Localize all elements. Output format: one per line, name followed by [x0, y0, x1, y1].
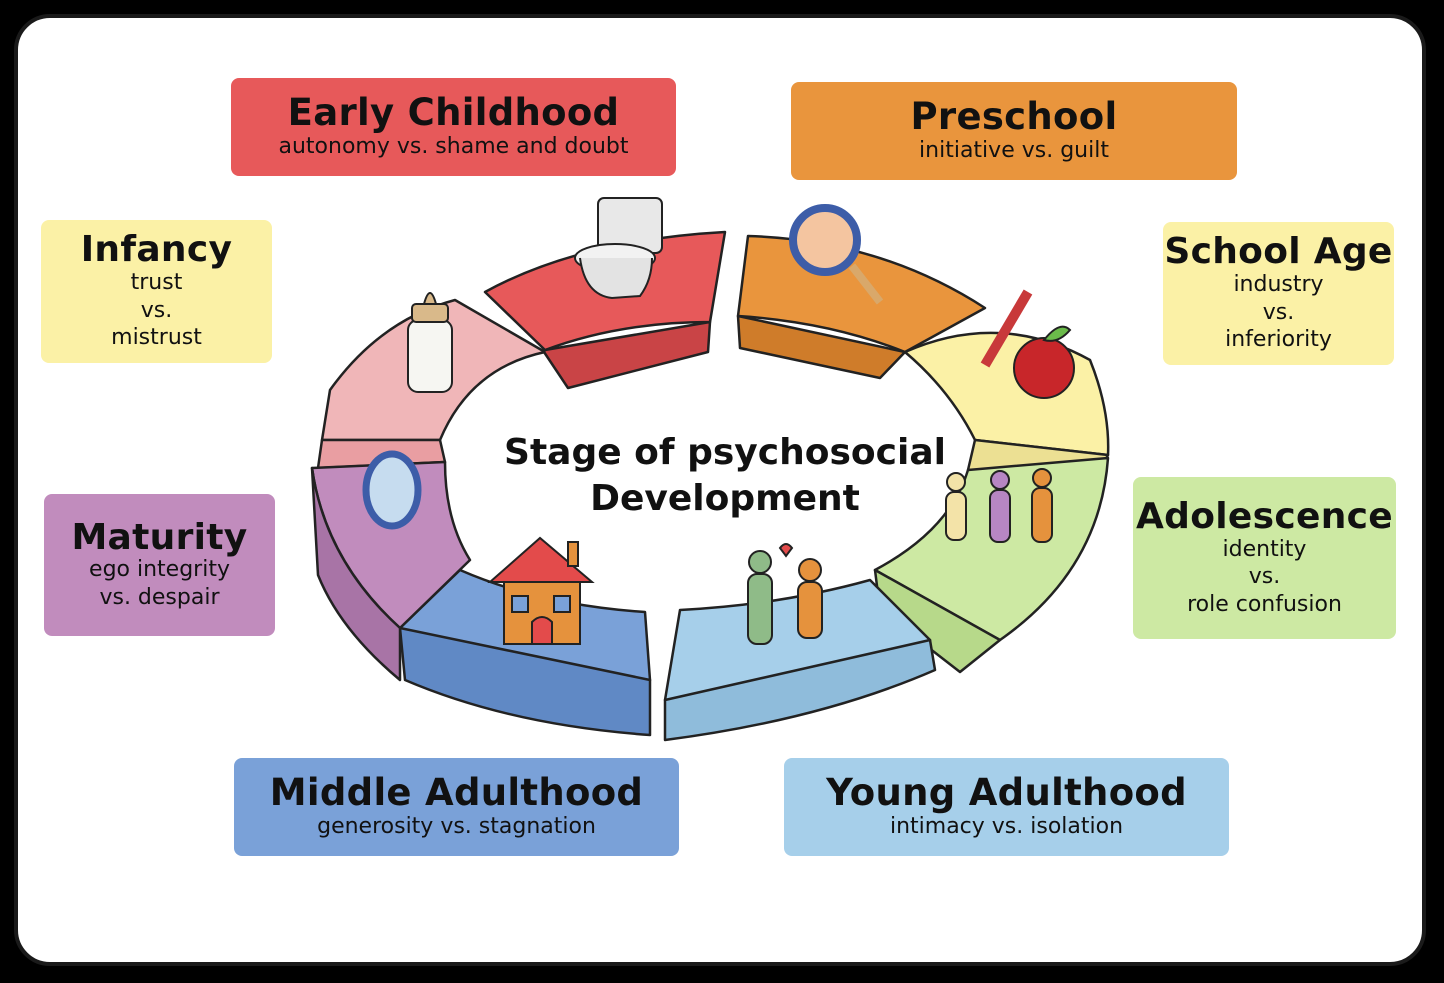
stage-title: Maturity	[71, 519, 247, 557]
stage-conflict-line-3: role confusion	[1187, 591, 1342, 619]
stage-conflict-line-1: ego integrity	[89, 556, 230, 584]
stage-title: Adolescence	[1136, 498, 1393, 536]
stage-conflict-line-2: vs.	[141, 297, 172, 325]
stage-conflict-line-3: inferiority	[1225, 326, 1332, 354]
stage-conflict: intimacy vs. isolation	[890, 813, 1123, 841]
stage-conflict-line-1: identity	[1223, 536, 1307, 564]
stage-conflict-line-3: mistrust	[111, 324, 202, 352]
stage-conflict-line-2: vs.	[1249, 563, 1280, 591]
center-title: Stage of psychosocial Development	[480, 430, 970, 522]
stage-maturity: Maturity ego integrity vs. despair	[44, 494, 275, 636]
stage-title: Young Adulthood	[826, 774, 1187, 813]
stage-preschool: Preschool initiative vs. guilt	[791, 82, 1237, 180]
stage-early-childhood: Early Childhood autonomy vs. shame and d…	[231, 78, 676, 176]
stage-conflict-line-1: industry	[1233, 271, 1323, 299]
stage-conflict-line-2: vs. despair	[99, 584, 219, 612]
stage-title: Preschool	[911, 98, 1118, 137]
stage-infancy: Infancy trust vs. mistrust	[41, 220, 272, 363]
stage-adolescence: Adolescence identity vs. role confusion	[1133, 477, 1396, 639]
center-title-line-2: Development	[480, 476, 970, 522]
stage-title: School Age	[1164, 233, 1392, 271]
center-title-line-1: Stage of psychosocial	[480, 430, 970, 476]
stage-conflict: generosity vs. stagnation	[317, 813, 596, 841]
stage-conflict: initiative vs. guilt	[919, 137, 1109, 165]
stage-young-adulthood: Young Adulthood intimacy vs. isolation	[784, 758, 1229, 856]
stage-middle-adulthood: Middle Adulthood generosity vs. stagnati…	[234, 758, 679, 856]
stage-school-age: School Age industry vs. inferiority	[1163, 222, 1394, 365]
stage-conflict-line-2: vs.	[1263, 299, 1294, 327]
stage-title: Infancy	[81, 231, 233, 269]
stage-title: Early Childhood	[288, 94, 620, 133]
mirror-icon	[366, 454, 418, 526]
stage-conflict-line-1: trust	[131, 269, 183, 297]
house-icon	[490, 538, 592, 644]
stage-conflict: autonomy vs. shame and doubt	[278, 133, 628, 161]
stage-title: Middle Adulthood	[270, 774, 643, 813]
baby-bottle-icon	[408, 293, 452, 392]
